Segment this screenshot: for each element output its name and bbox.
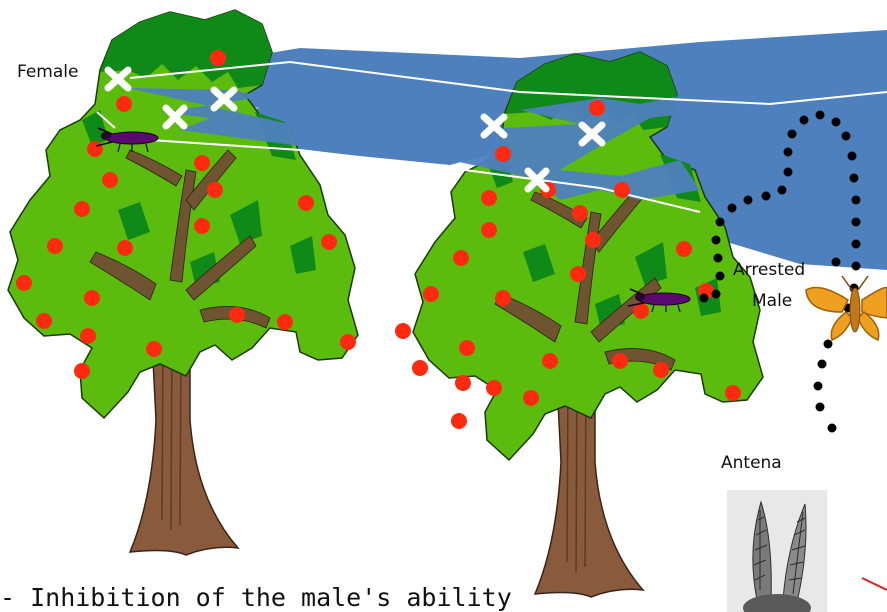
label-male: Male	[752, 291, 792, 311]
red-pointer-line	[862, 578, 887, 590]
label-arrested: Arrested	[733, 260, 805, 280]
label-female: Female	[17, 62, 78, 82]
caption-text: - Inhibition of the male's ability	[0, 583, 512, 612]
label-antena: Antena	[721, 453, 782, 473]
moth-antenna-photo	[727, 490, 827, 612]
